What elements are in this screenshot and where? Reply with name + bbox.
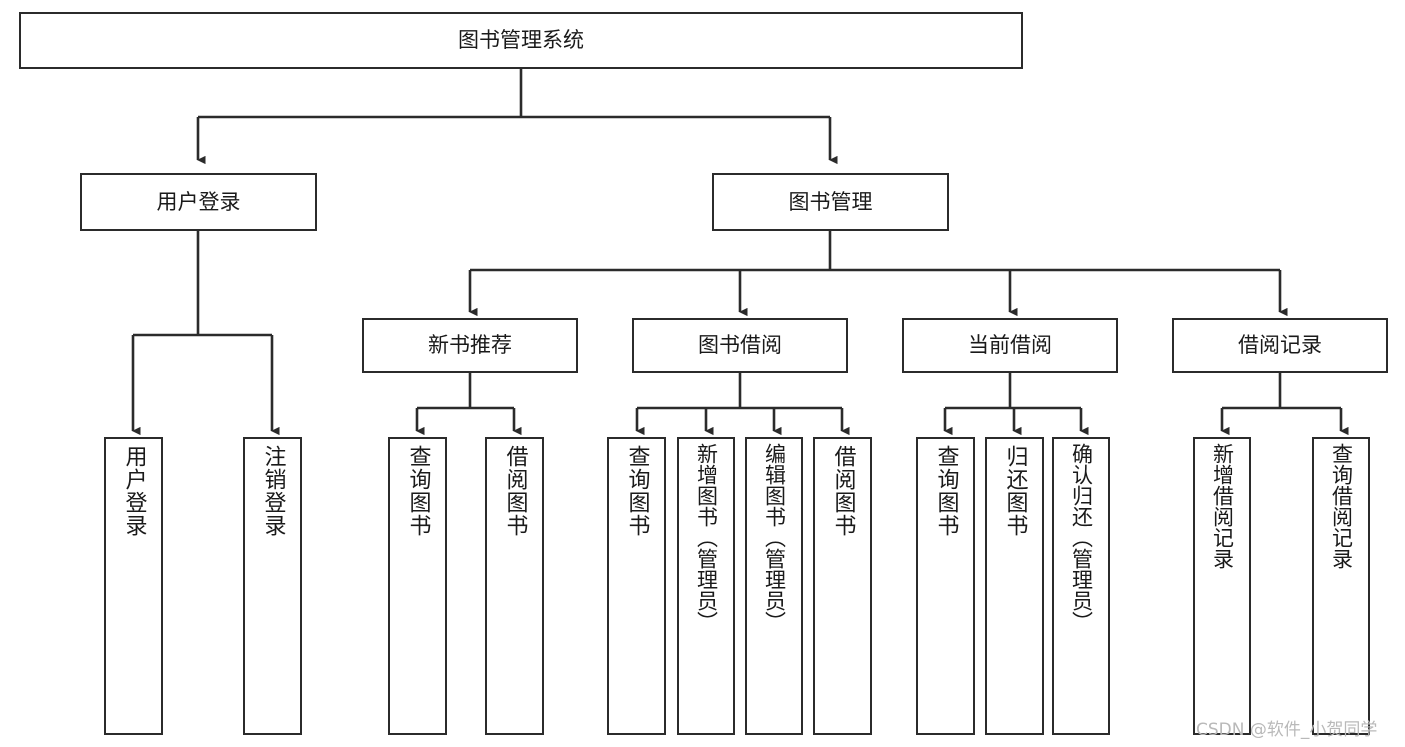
node-leaf-query-borrow-record[interactable]: 查询借阅记录 xyxy=(1312,437,1370,735)
node-leaf-edit-book-admin-label: 编辑图书（管理员） xyxy=(762,443,787,632)
node-leaf-query-book-1-label: 查询图书 xyxy=(405,445,431,537)
node-leaf-add-borrow-record[interactable]: 新增借阅记录 xyxy=(1193,437,1251,735)
node-leaf-query-book-2[interactable]: 查询图书 xyxy=(607,437,666,735)
node-leaf-logout-login[interactable]: 注销登录 xyxy=(243,437,302,735)
node-new-book-recommend[interactable]: 新书推荐 xyxy=(362,318,578,373)
node-leaf-query-book-2-label: 查询图书 xyxy=(624,445,650,537)
node-book-management-label: 图书管理 xyxy=(788,189,873,214)
node-leaf-confirm-return-admin[interactable]: 确认归还（管理员） xyxy=(1052,437,1110,735)
node-user-login-label: 用户登录 xyxy=(156,189,241,214)
node-leaf-query-book-3[interactable]: 查询图书 xyxy=(916,437,975,735)
watermark: CSDN @软件_小贺同学 xyxy=(1196,720,1378,740)
node-user-login[interactable]: 用户登录 xyxy=(80,173,317,231)
node-leaf-borrow-book-2[interactable]: 借阅图书 xyxy=(813,437,872,735)
node-leaf-user-login-label: 用户登录 xyxy=(121,445,147,537)
node-borrow-record[interactable]: 借阅记录 xyxy=(1172,318,1388,373)
node-leaf-borrow-book-1-label: 借阅图书 xyxy=(502,445,528,537)
node-leaf-query-book-3-label: 查询图书 xyxy=(933,445,959,537)
node-leaf-query-borrow-record-label: 查询借阅记录 xyxy=(1329,443,1354,569)
node-root[interactable]: 图书管理系统 xyxy=(19,12,1023,69)
node-leaf-add-book-admin-label: 新增图书（管理员） xyxy=(694,443,719,632)
node-new-book-recommend-label: 新书推荐 xyxy=(428,333,512,358)
node-leaf-add-borrow-record-label: 新增借阅记录 xyxy=(1210,443,1235,569)
node-leaf-edit-book-admin[interactable]: 编辑图书（管理员） xyxy=(745,437,803,735)
node-leaf-query-book-1[interactable]: 查询图书 xyxy=(388,437,447,735)
node-leaf-borrow-book-1[interactable]: 借阅图书 xyxy=(485,437,544,735)
node-current-borrow[interactable]: 当前借阅 xyxy=(902,318,1118,373)
node-leaf-add-book-admin[interactable]: 新增图书（管理员） xyxy=(677,437,735,735)
node-leaf-return-book-label: 归还图书 xyxy=(1002,445,1028,537)
node-root-label: 图书管理系统 xyxy=(458,28,584,53)
node-leaf-borrow-book-2-label: 借阅图书 xyxy=(830,445,856,537)
node-leaf-return-book[interactable]: 归还图书 xyxy=(985,437,1044,735)
node-book-management[interactable]: 图书管理 xyxy=(712,173,949,231)
node-leaf-confirm-return-admin-label: 确认归还（管理员） xyxy=(1069,443,1094,632)
node-leaf-user-login[interactable]: 用户登录 xyxy=(104,437,163,735)
node-current-borrow-label: 当前借阅 xyxy=(968,333,1052,358)
node-book-borrow-label: 图书借阅 xyxy=(698,333,782,358)
node-borrow-record-label: 借阅记录 xyxy=(1238,333,1322,358)
node-leaf-logout-login-label: 注销登录 xyxy=(260,445,286,537)
node-book-borrow[interactable]: 图书借阅 xyxy=(632,318,848,373)
